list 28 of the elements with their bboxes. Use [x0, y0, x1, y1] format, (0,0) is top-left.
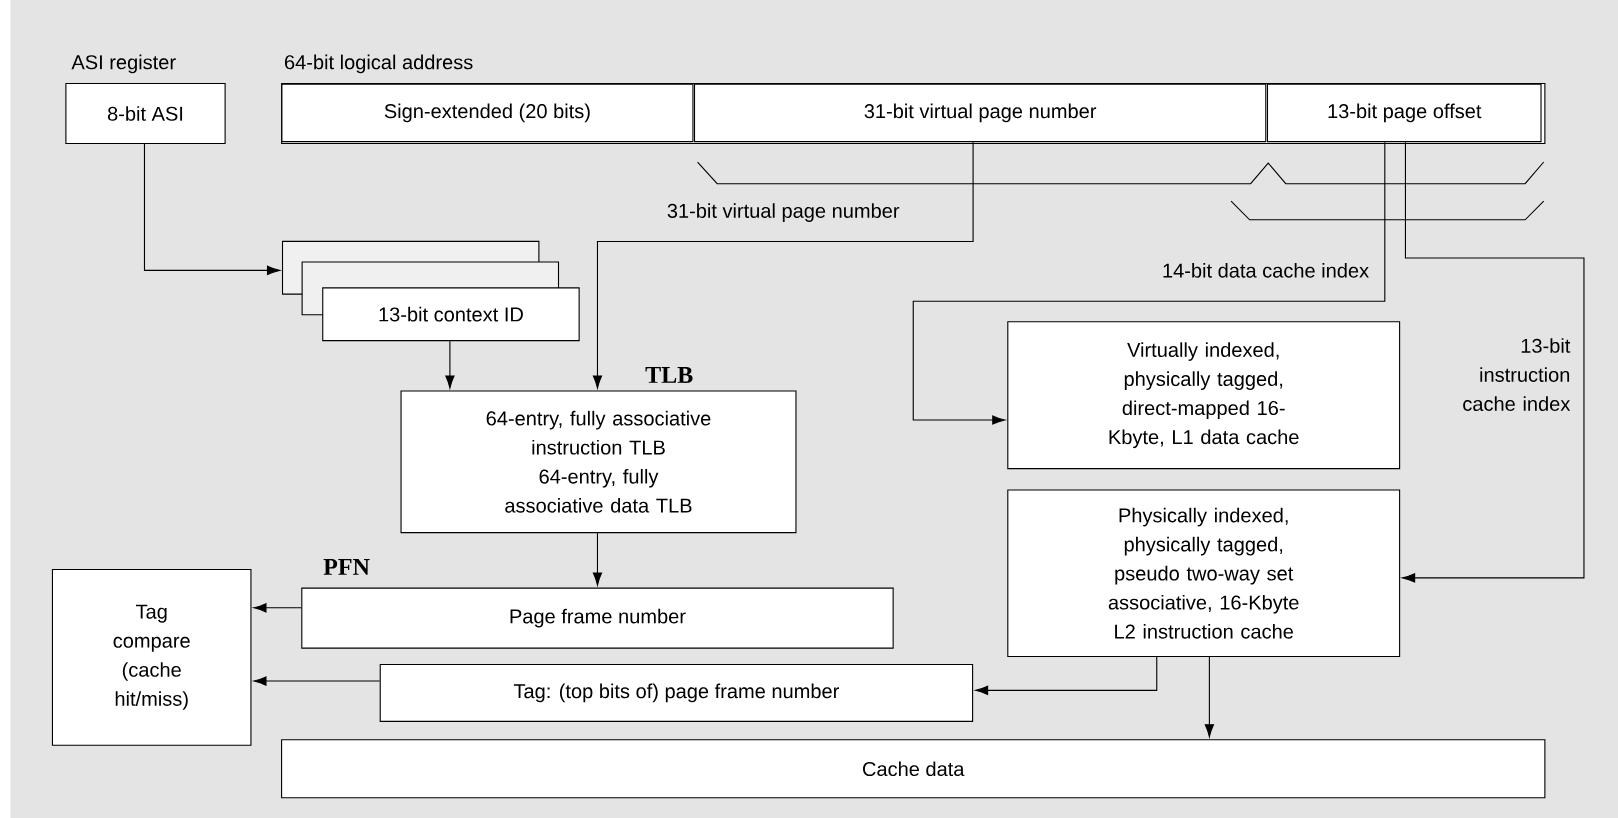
box: 8-bit ASI [65, 82, 226, 144]
edge-label: 31-bit virtual page number [667, 203, 900, 222]
box-heading: TLB [645, 366, 693, 383]
box-heading: ASI register [71, 54, 176, 74]
stacked-box: 13-bit context ID [281, 240, 580, 341]
arrow [143, 143, 280, 275]
arrow [253, 603, 302, 613]
edge-label: 14-bit data cache index [1163, 262, 1369, 278]
box: 64-entry, fully associative instruction TLB 64-entry, fully associative data TLB [400, 390, 797, 533]
arrow [445, 340, 455, 389]
arrow [592, 532, 603, 586]
edge-label: 13-bit instruction cache index [1463, 338, 1571, 411]
arrow [975, 656, 1158, 695]
box: Virtually indexed, physically tagged, direct-mapped 16-Kbyte, L1 data cache [1007, 321, 1401, 470]
box: Physically indexed, physically tagged, pseudo two-way set associative, 16-Kbyte L2 instruction cache [1007, 489, 1401, 657]
box: Cache data [281, 739, 1546, 799]
box-heading: PFN [323, 558, 370, 575]
arrow [912, 141, 1386, 425]
arrow [253, 676, 381, 686]
arrow [1402, 141, 1585, 583]
address-field: Sign-extended (20 bits) [281, 83, 694, 143]
address-field: 13-bit page offset [1266, 83, 1542, 143]
box: Tag compare (cache hit/miss) [51, 568, 252, 746]
arrow [592, 141, 974, 389]
box-heading: 64-bit logical address [285, 54, 473, 74]
box: Page frame number [301, 587, 894, 649]
box: Tag: (top bits of) page frame number [379, 663, 974, 722]
arrow [1204, 656, 1215, 738]
